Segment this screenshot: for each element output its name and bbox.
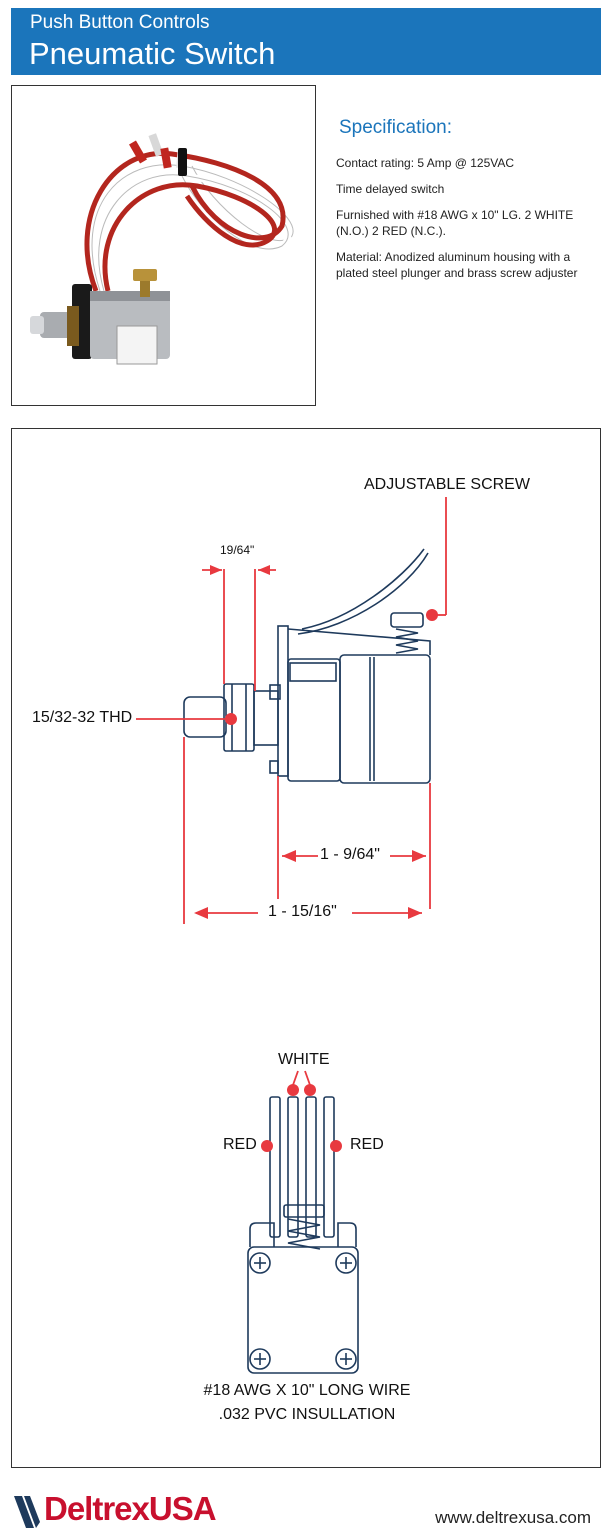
header-subtitle: Push Button Controls [30,12,210,33]
dim-1-15-16-label: 1 - 15/16" [268,903,337,920]
switch-dimension-drawing [136,497,447,1374]
wire-caption-line1: #18 AWG X 10" LONG WIRE [203,1382,411,1399]
front-view-callouts [261,1070,342,1152]
spec-wiring: Furnished with #18 AWG x 10" LG. 2 WHITE… [336,208,574,238]
red-wire-right-label: RED [350,1136,384,1153]
red-wire-left-label: RED [223,1136,257,1153]
side-view-dimensions [136,497,447,924]
switch-photo-illustration [30,133,297,365]
side-view-outline [183,548,431,784]
specification-heading: Specification: [339,117,453,138]
dim-19-64-label: 19/64" [220,543,255,557]
adjustable-screw-label: ADJUSTABLE SCREW [364,476,530,493]
wire-caption: #18 AWG X 10" LONG WIRE .032 PVC INSULLA… [12,1379,602,1427]
spec-time-delayed: Time delayed switch [336,182,445,196]
page-header: Push Button Controls Pneumatic Switch [11,8,601,75]
dimension-arrowheads [194,565,438,919]
technical-drawing: ADJUSTABLE SCREW 19/64" 15/32-32 THD 1 -… [11,428,601,1468]
deltrex-logo-text: DeltrexUSA [44,1490,217,1527]
deltrex-logo: DeltrexUSA [14,1490,244,1532]
front-view-outline [247,1096,359,1374]
thread-label: 15/32-32 THD [32,709,133,726]
white-wire-label: WHITE [278,1051,330,1068]
website-url[interactable]: www.deltrexusa.com [435,1508,591,1527]
dim-1-9-64-label: 1 - 9/64" [320,846,380,863]
page-title: Pneumatic Switch [29,36,276,71]
spec-contact-rating: Contact rating: 5 Amp @ 125VAC [336,156,515,170]
deltrex-logo-mark-icon [14,1496,40,1528]
product-photo [11,85,316,406]
specification-section: Specification: Contact rating: 5 Amp @ 1… [336,117,598,291]
wire-caption-line2: .032 PVC INSULLATION [218,1406,396,1423]
spec-material: Material: Anodized aluminum housing with… [336,250,578,280]
